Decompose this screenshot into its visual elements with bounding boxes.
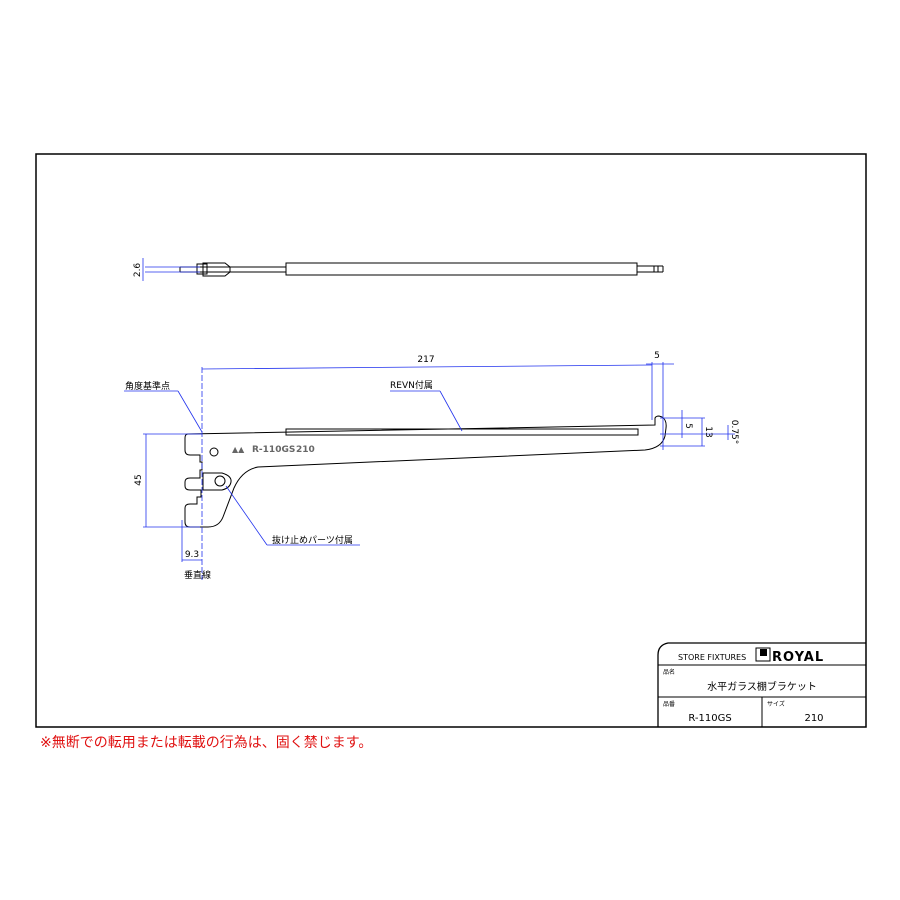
dim-hook-height: 5: [683, 423, 693, 429]
dim-height: 45: [134, 474, 144, 485]
label-vertical-line: 垂直線: [184, 569, 211, 581]
dim-offset: 9.3: [185, 550, 199, 560]
name-label: 品名: [663, 668, 675, 676]
company-tag: STORE FIXTURES: [678, 653, 746, 662]
bracket-side-view: ▲▲ R-110GS 210: [184, 415, 667, 528]
label-angle-reference: 角度基準点: [125, 380, 170, 392]
emboss-model: R-110GS: [252, 445, 295, 455]
top-view: 2.6: [133, 258, 664, 281]
logo-mark-icon: ▲▲: [232, 445, 245, 454]
dim-thickness: 2.6: [133, 263, 143, 278]
royal-logo-icon: [755, 647, 771, 662]
copyright-warning: ※無断での転用または転載の行為は、固く禁じます。: [40, 735, 373, 751]
drawing-frame: [35, 153, 867, 728]
part-no: R-110GS: [688, 713, 731, 724]
part-no-label: 品番: [663, 701, 675, 708]
title-block: STORE FIXTURES ROYAL 品名 水平ガラス棚ブラケット 品番 R…: [657, 642, 866, 727]
dim-end-height: 13: [703, 426, 713, 437]
dim-length: 217: [417, 355, 434, 365]
size-value: 210: [804, 713, 823, 724]
dimensions: 217 5 角度基準点 REVN付属 5 13 0.75° 45 9.3 垂直線…: [124, 351, 739, 581]
dim-hook-width: 5: [654, 351, 660, 361]
product-name: 水平ガラス棚ブラケット: [707, 680, 817, 693]
brand: ROYAL: [772, 650, 824, 665]
label-revn: REVN付属: [390, 380, 433, 391]
emboss-size: 210: [296, 445, 315, 455]
label-stopper: 抜け止めパーツ付属: [272, 534, 353, 546]
dim-angle: 0.75°: [729, 420, 739, 445]
size-label: サイズ: [767, 700, 785, 708]
